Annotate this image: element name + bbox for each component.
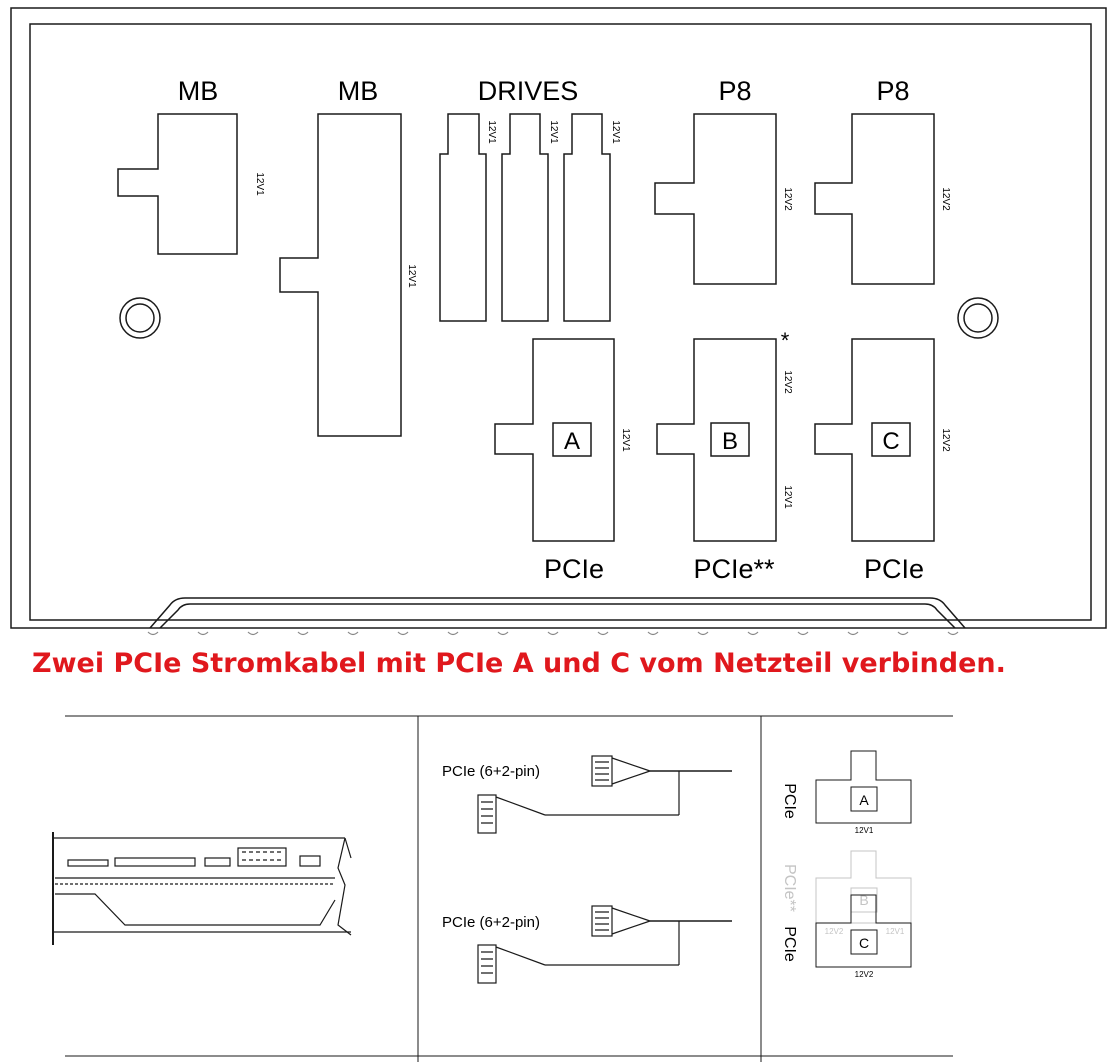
pcie-socket-c [814,338,935,542]
mini-pcie-a-label: PCIe [781,783,798,819]
pcie-socket-a [494,338,615,542]
rail-label: 12V2 [782,370,793,394]
pcie-socket-b [656,338,777,542]
rail-label: 12V1 [610,120,621,144]
screw-hole-left [119,297,161,339]
mini-socket-a [815,750,912,824]
mb-label-2: MB [338,76,379,106]
instruction-caption: Zwei PCIe Stromkabel mit PCIe A und C vo… [32,648,1006,679]
port-a-letter: A [564,428,580,455]
rail-label: 12V2 [940,187,951,211]
mb-socket-small [117,113,238,255]
drives-label: DRIVES [478,76,579,106]
mini-pcie-c-label: PCIe [781,926,798,962]
mini-a-letter: A [859,792,869,808]
mb-label-1: MB [178,76,219,106]
drive-socket-2 [501,113,549,322]
rail-label: 12V2 [782,187,793,211]
mini-c-letter: C [859,935,869,951]
mini-b-letter: B [859,892,868,908]
mini-rail-b-right: 12V1 [886,927,905,936]
screw-hole-right [957,297,999,339]
rail-label: 12V2 [940,428,951,452]
pcie-a-label: PCIe [544,554,604,584]
panel-teeth [147,631,959,636]
p8-socket-2 [814,113,935,285]
rail-label: 12V1 [620,428,631,452]
pcie-c-label: PCIe [864,554,924,584]
mb-socket-large [279,113,402,437]
graphics-card-illustration [52,832,352,945]
port-a-box [552,422,592,457]
mini-socket-b [815,850,912,924]
pcie-b-label: PCIe** [693,554,775,584]
psu-panel-frame [10,7,1107,629]
port-c-letter: C [882,428,899,455]
p8-socket-1 [654,113,777,285]
port-c-box [871,422,911,457]
rail-label: 12V1 [782,485,793,509]
drive-socket-3 [563,113,611,322]
p8-label-1: P8 [718,76,751,106]
pcie-cable-2 [477,905,732,984]
cable-1-label: PCIe (6+2-pin) [442,763,540,780]
port-b-box [710,422,750,457]
rail-label: 12V1 [548,120,559,144]
cable-2-label: PCIe (6+2-pin) [442,914,540,931]
pcie-cable-1 [477,755,732,834]
port-b-letter: B [722,428,738,455]
mini-rail-c: 12V2 [855,970,874,979]
table-grid [65,715,953,1062]
mini-socket-c [815,894,912,968]
p8-label-2: P8 [876,76,909,106]
rail-label: 12V1 [486,120,497,144]
mini-pcie-b-label: PCIe** [781,864,798,912]
rail-label: 12V1 [254,172,265,196]
rail-label: 12V1 [406,264,417,288]
mini-rail-a: 12V1 [855,826,874,835]
mini-rail-b-left: 12V2 [825,927,844,936]
asterisk-mark: * [781,328,790,353]
drive-socket-1 [439,113,487,322]
